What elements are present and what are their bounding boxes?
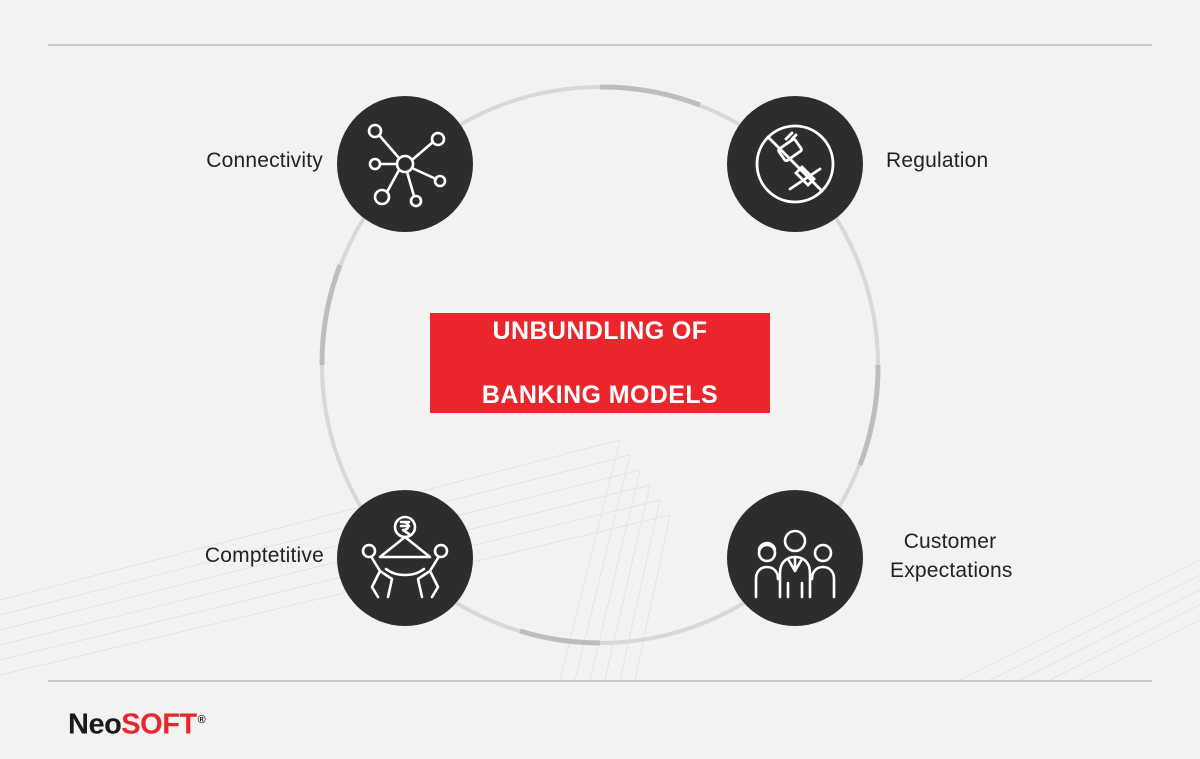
regulation-label: Regulation	[886, 149, 989, 172]
center-title-line1: UNBUNDLING OF	[492, 317, 708, 345]
competitive-node	[337, 490, 473, 626]
customer-expectations-label-line1: Customer	[903, 530, 997, 553]
regulation-node	[727, 96, 863, 232]
bottom-divider	[48, 680, 1152, 682]
prohibited-stamp-icon	[755, 124, 835, 204]
connectivity-node	[337, 96, 473, 232]
neosoft-logo: NeoSOFT®	[68, 702, 206, 743]
customer-expectations-label: Customer Expectations	[890, 527, 1013, 585]
connectivity-label: Connectivity	[206, 149, 323, 172]
logo-soft: SOFT	[121, 708, 197, 741]
top-divider	[48, 44, 1152, 46]
logo-neo: Neo	[68, 708, 122, 741]
center-title-box: UNBUNDLING OF BANKING MODELS	[430, 313, 770, 413]
people-group-icon	[754, 529, 836, 599]
customer-expectations-node	[727, 490, 863, 626]
customer-expectations-label-line2: Expectations	[890, 559, 1013, 582]
center-title: UNBUNDLING OF BANKING MODELS	[460, 283, 740, 443]
network-icon	[367, 123, 447, 208]
competitive-label: Comptetitive	[204, 544, 324, 567]
tug-of-war-rupee-icon	[361, 515, 449, 599]
center-title-line2: BANKING MODELS	[481, 381, 719, 409]
registered-mark: ®	[197, 714, 206, 726]
